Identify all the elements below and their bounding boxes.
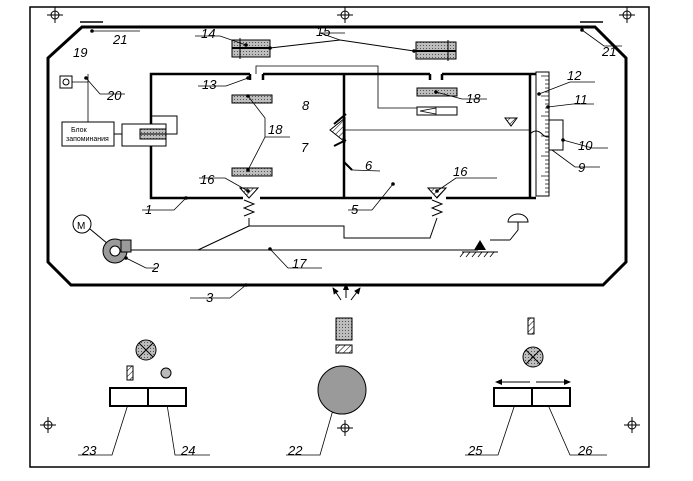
label-11: 11 <box>574 92 588 107</box>
label-25: 25 <box>467 443 483 458</box>
rod <box>255 65 417 109</box>
light-source-right <box>416 106 458 116</box>
wire-19 <box>72 81 89 122</box>
lower-linkage <box>128 217 519 251</box>
main-knob-22[interactable] <box>317 365 367 415</box>
prism-assembly <box>329 113 347 147</box>
button-26[interactable] <box>532 389 569 405</box>
dome-knob <box>507 213 529 223</box>
label-12: 12 <box>567 68 582 83</box>
pump <box>102 238 132 264</box>
motor: M <box>72 214 109 245</box>
label-3: 3 <box>206 290 214 305</box>
button-23[interactable] <box>111 389 148 405</box>
label-13: 13 <box>202 77 217 92</box>
label-21-right: 21 <box>601 44 616 59</box>
lamp-body <box>335 317 353 341</box>
label-17: 17 <box>292 256 307 271</box>
label-15: 15 <box>316 24 331 39</box>
label-23: 23 <box>81 443 97 458</box>
indicator-lamp-icon <box>135 339 157 361</box>
carriage-right <box>415 40 457 61</box>
label-18-right: 18 <box>466 91 481 106</box>
switch-panel-left[interactable] <box>109 387 187 407</box>
wedge-11 <box>504 117 518 127</box>
label-20: 20 <box>106 88 122 103</box>
label-5: 5 <box>351 202 359 217</box>
block-lower-left <box>231 167 273 177</box>
label-19: 19 <box>73 45 87 60</box>
label-16-left: 16 <box>200 172 215 187</box>
label-14: 14 <box>201 26 215 41</box>
crosshair-registration-icon <box>40 7 640 436</box>
light-source-left <box>121 115 178 147</box>
carriage-left <box>231 38 271 59</box>
leader-dots <box>84 28 584 400</box>
label-2: 2 <box>151 260 160 275</box>
memory-block-line2: запоминания <box>66 136 109 143</box>
label-6: 6 <box>365 158 373 173</box>
block-upper-left <box>231 94 273 104</box>
lamp-base <box>335 344 353 354</box>
memory-block: Блок запоминания <box>61 121 115 147</box>
label-9: 9 <box>578 160 585 175</box>
motor-symbol: M <box>77 221 85 232</box>
housing-outline <box>46 25 628 287</box>
linkage-15 <box>269 39 415 52</box>
pivot <box>459 240 498 258</box>
outer-panel <box>29 6 650 468</box>
switch-panel-right[interactable] <box>493 387 571 407</box>
leader-lines <box>78 29 622 456</box>
sensor-19 <box>59 75 73 89</box>
spring-left <box>238 187 260 217</box>
label-7: 7 <box>301 140 309 155</box>
block-10 <box>548 119 564 151</box>
light-beam-icon <box>332 283 361 301</box>
rod-6 <box>343 161 353 171</box>
indicator-lamp-right-icon <box>522 346 544 368</box>
label-8: 8 <box>302 98 310 113</box>
label-21-left: 21 <box>112 32 127 47</box>
label-1: 1 <box>145 202 152 217</box>
label-26: 26 <box>577 443 593 458</box>
label-10: 10 <box>578 138 593 153</box>
label-24: 24 <box>180 443 195 458</box>
small-indicator-left <box>126 365 134 381</box>
label-18-left: 18 <box>268 122 283 137</box>
spring-right <box>426 187 448 217</box>
small-knob-left <box>160 367 172 379</box>
label-16-right: 16 <box>453 164 468 179</box>
button-24[interactable] <box>148 389 185 405</box>
label-22: 22 <box>287 443 303 458</box>
memory-block-line1: Блок <box>71 127 88 134</box>
small-indicator-right <box>527 317 535 335</box>
button-25[interactable] <box>495 389 532 405</box>
